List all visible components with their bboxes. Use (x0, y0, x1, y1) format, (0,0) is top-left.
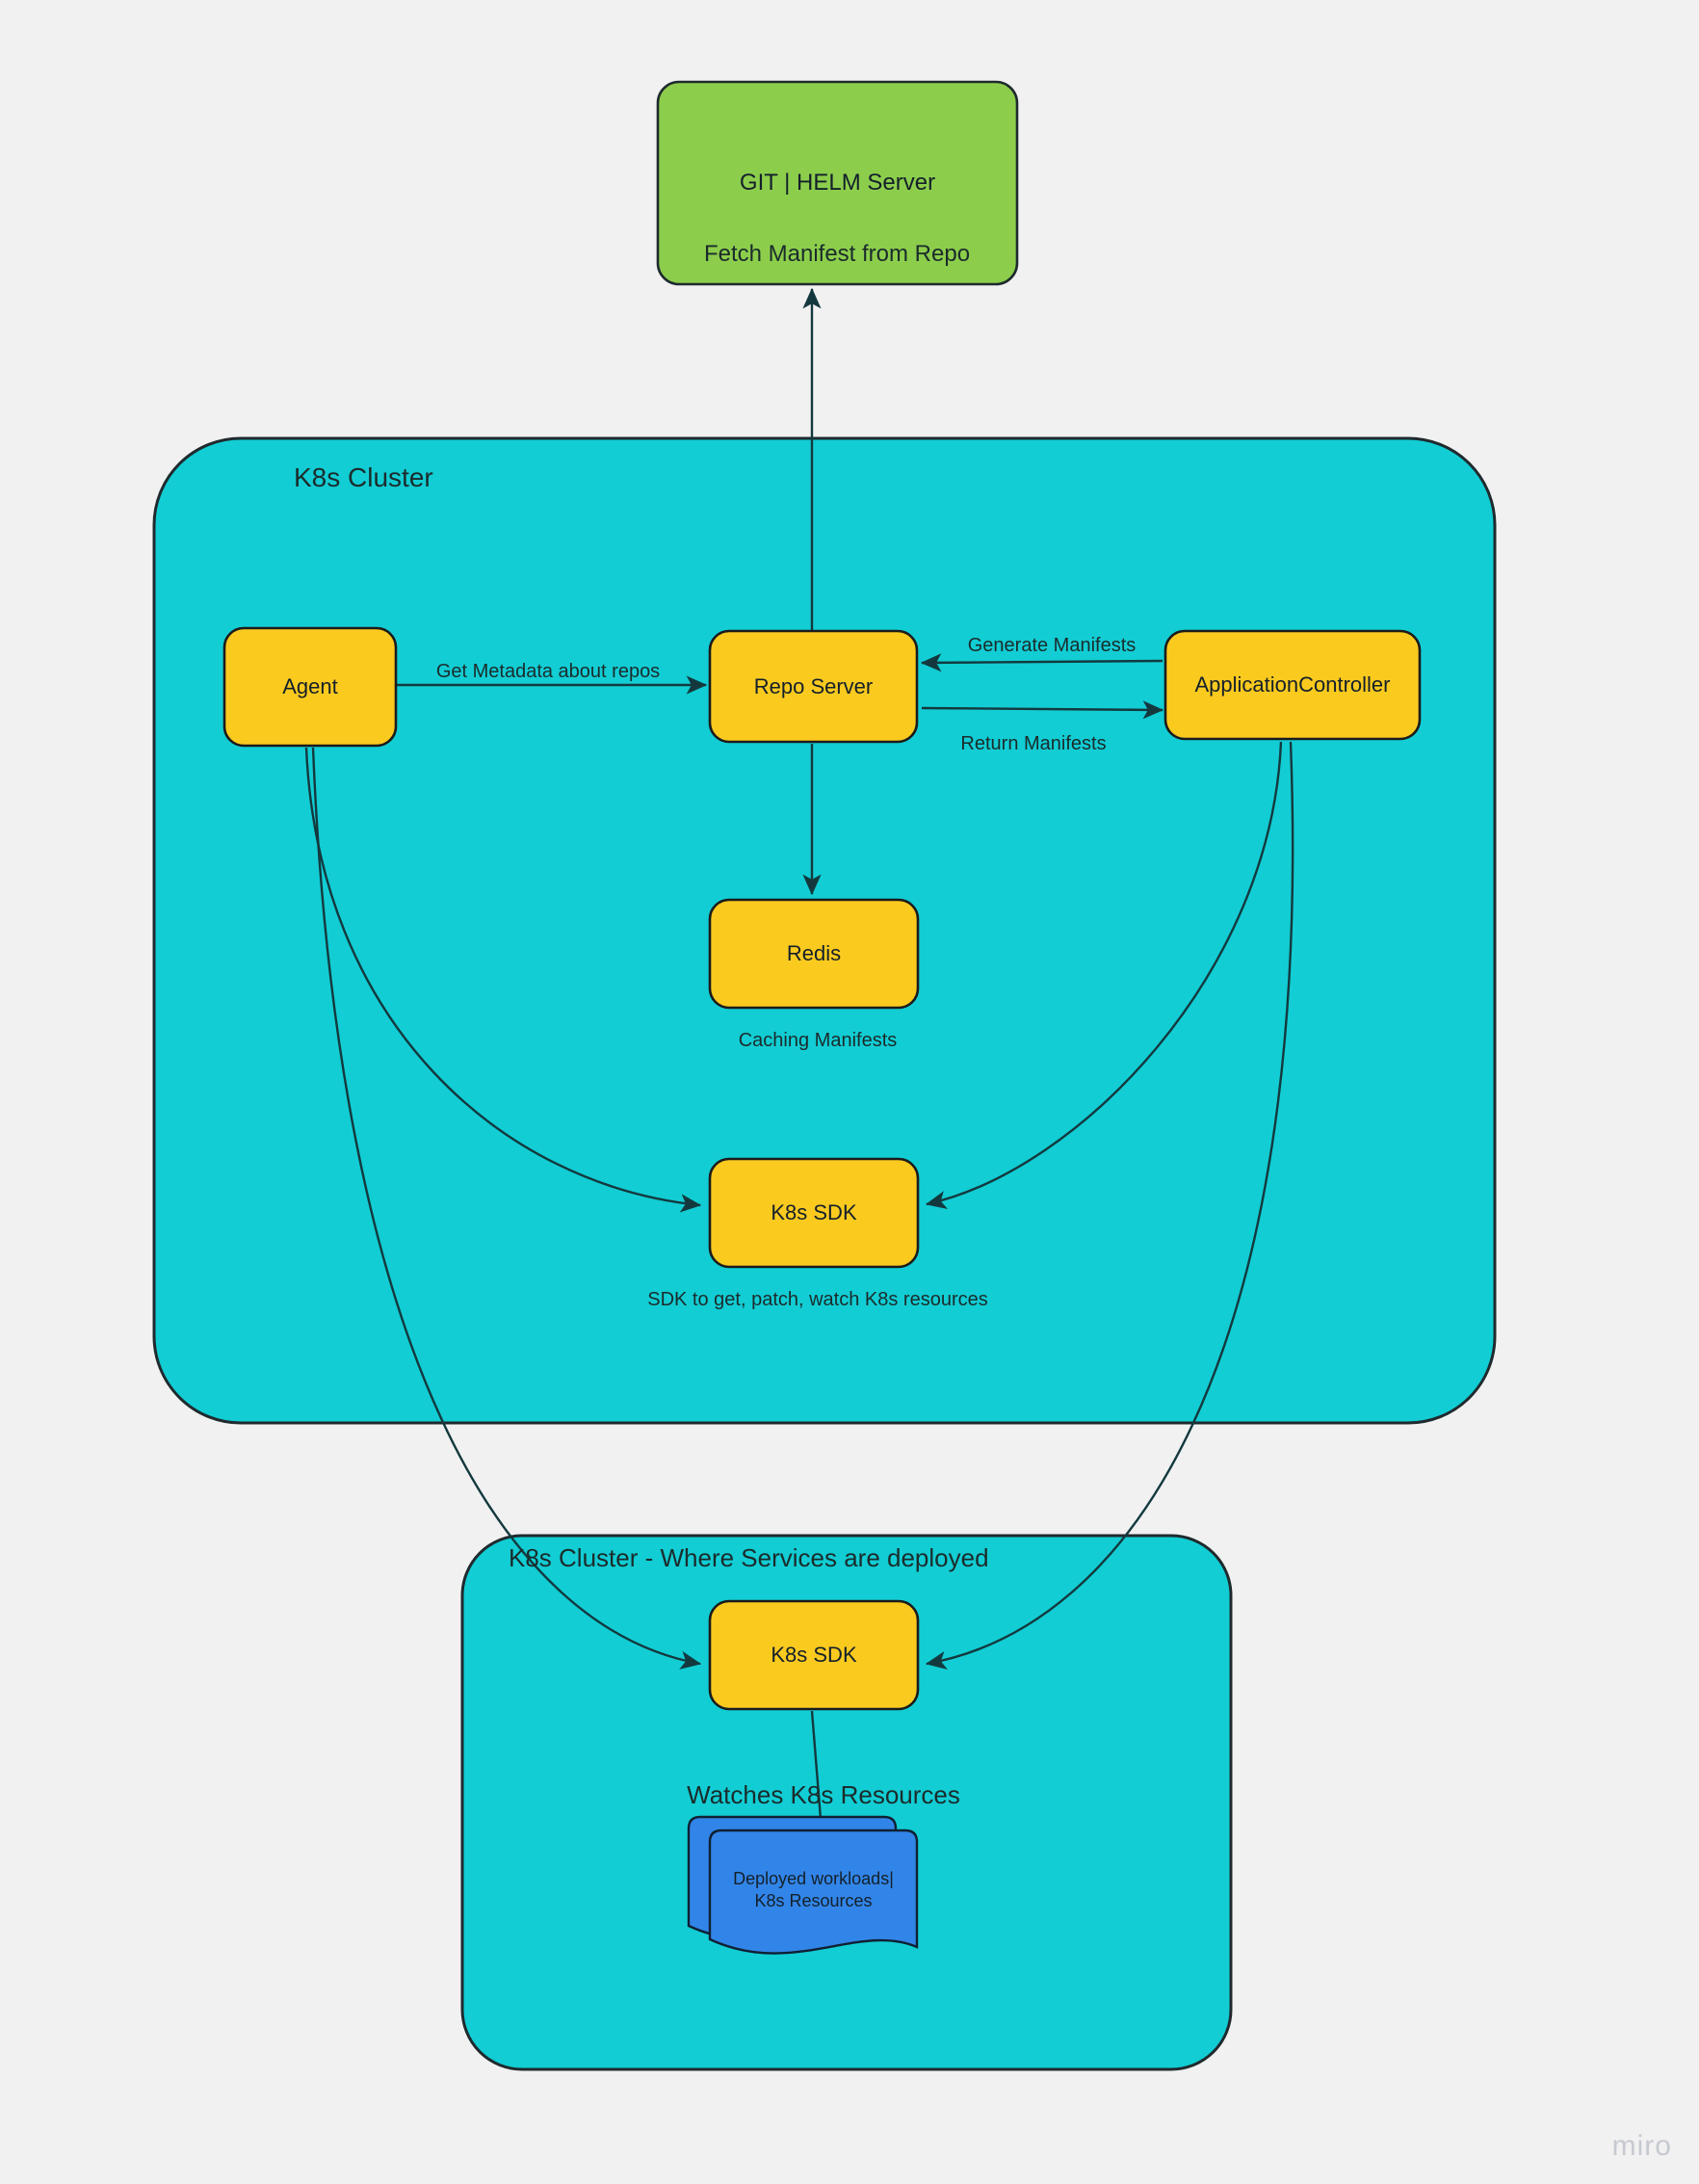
edge-appcontroller-to-repo-server[interactable] (920, 653, 1163, 672)
edge-appcontroller-to-k8s-sdk-upper[interactable] (925, 741, 1283, 1209)
edge-agent-to-k8s-sdk-upper[interactable] (304, 747, 702, 1213)
node-k8s-sdk-upper[interactable] (708, 1157, 920, 1269)
nodes-layer (222, 80, 1422, 1955)
node-label-redis: Redis (786, 941, 842, 966)
node-application-controller[interactable] (1163, 629, 1422, 741)
edge-agent-to-k8s-sdk-lower[interactable] (311, 747, 702, 1670)
node-label-repo-server: Repo Server (753, 673, 874, 698)
cluster-group-k8s-cluster-services[interactable] (460, 1534, 1233, 2071)
document-line-0: Deployed workloads| (733, 1869, 894, 1888)
node-git-helm-server[interactable] (656, 80, 1019, 286)
node-agent[interactable] (222, 626, 398, 748)
node-label-application-controller: ApplicationController (1194, 672, 1391, 697)
node-label-git-helm-server: GIT | HELM Server (739, 170, 936, 196)
edge-appcontroller-to-k8s-sdk-lower[interactable] (925, 741, 1294, 1670)
node-k8s-sdk-lower[interactable] (708, 1599, 920, 1711)
node-label-k8s-sdk-upper: K8s SDK (771, 1200, 857, 1225)
node-label-agent: Agent (282, 674, 338, 699)
miro-watermark: miro (1611, 2130, 1672, 2162)
node-redis[interactable] (708, 898, 920, 1010)
edge-repo-server-to-appcontroller[interactable] (921, 700, 1164, 720)
node-label-k8s-sdk-lower: K8s SDK (771, 1643, 857, 1668)
edges-layer (304, 287, 1294, 1856)
node-label-deployed-workloads: Deployed workloads| K8s Resources (710, 1840, 917, 1939)
document-line-1: K8s Resources (754, 1890, 873, 1910)
node-repo-server[interactable] (708, 629, 919, 744)
document-shape-front[interactable] (708, 1829, 919, 1955)
